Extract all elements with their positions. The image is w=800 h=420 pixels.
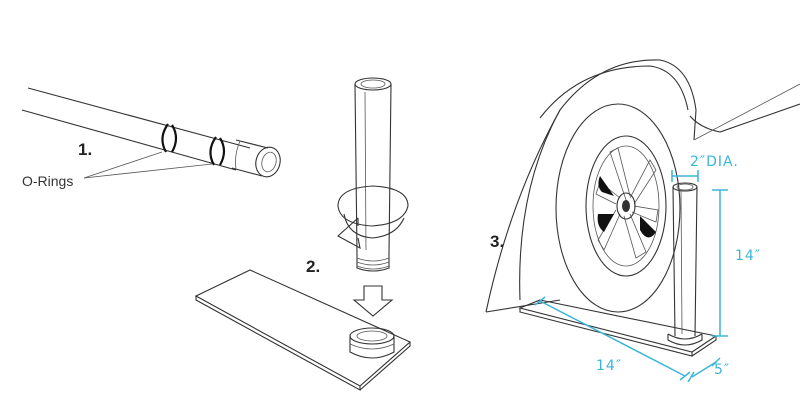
dimension-lines <box>534 170 728 383</box>
step-3-wheel-stop <box>518 182 718 357</box>
step-2-base-plate <box>194 269 412 391</box>
step-1-number: 1. <box>78 140 92 159</box>
o-ring-2 <box>209 136 217 166</box>
base-length-label: 14″ <box>596 358 622 374</box>
o-ring-1 <box>161 123 169 153</box>
step-3-vehicle <box>485 59 800 313</box>
rotate-arrow-icon <box>337 185 409 250</box>
base-width-label: 5″ <box>714 362 730 378</box>
down-arrow-icon <box>352 285 394 317</box>
pole-height-label: 14″ <box>735 248 761 264</box>
wheel-spokes <box>595 147 659 259</box>
pole-diameter-label: 2″DIA. <box>690 154 739 170</box>
step-2-assembly <box>354 77 392 272</box>
step-1-pole <box>21 87 281 179</box>
step-3-number: 3. <box>490 232 504 251</box>
step-2-number: 2. <box>306 257 320 276</box>
o-rings-label: O-Rings <box>22 173 73 189</box>
